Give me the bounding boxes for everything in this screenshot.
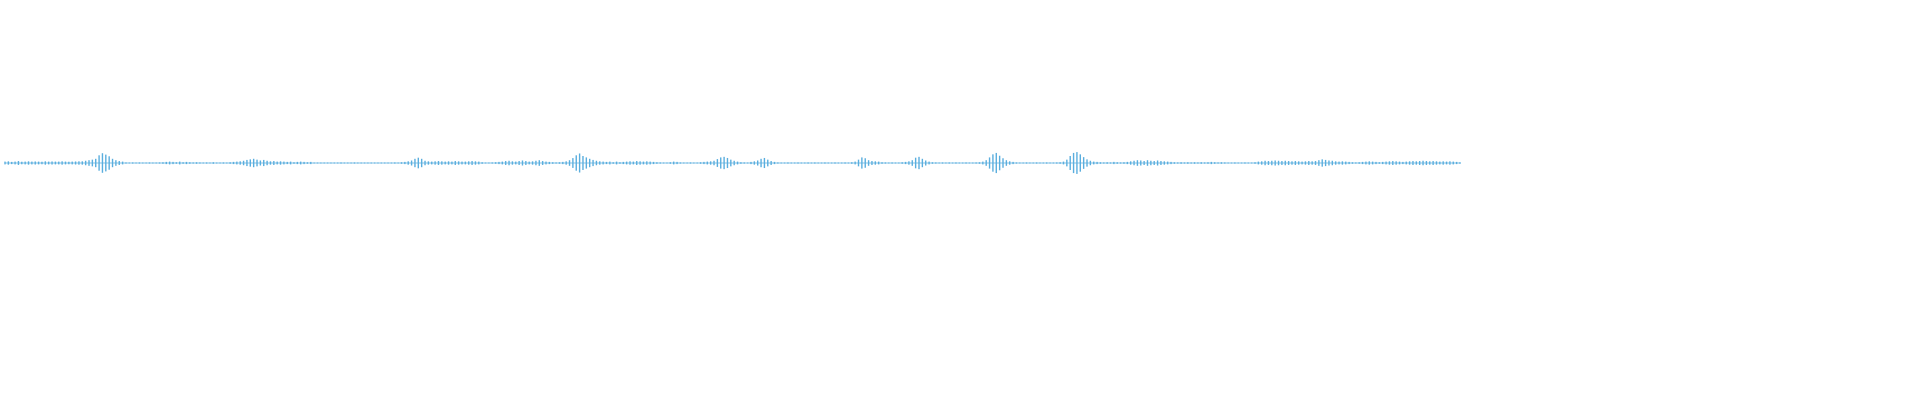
waveform-bars bbox=[4, 152, 1461, 174]
